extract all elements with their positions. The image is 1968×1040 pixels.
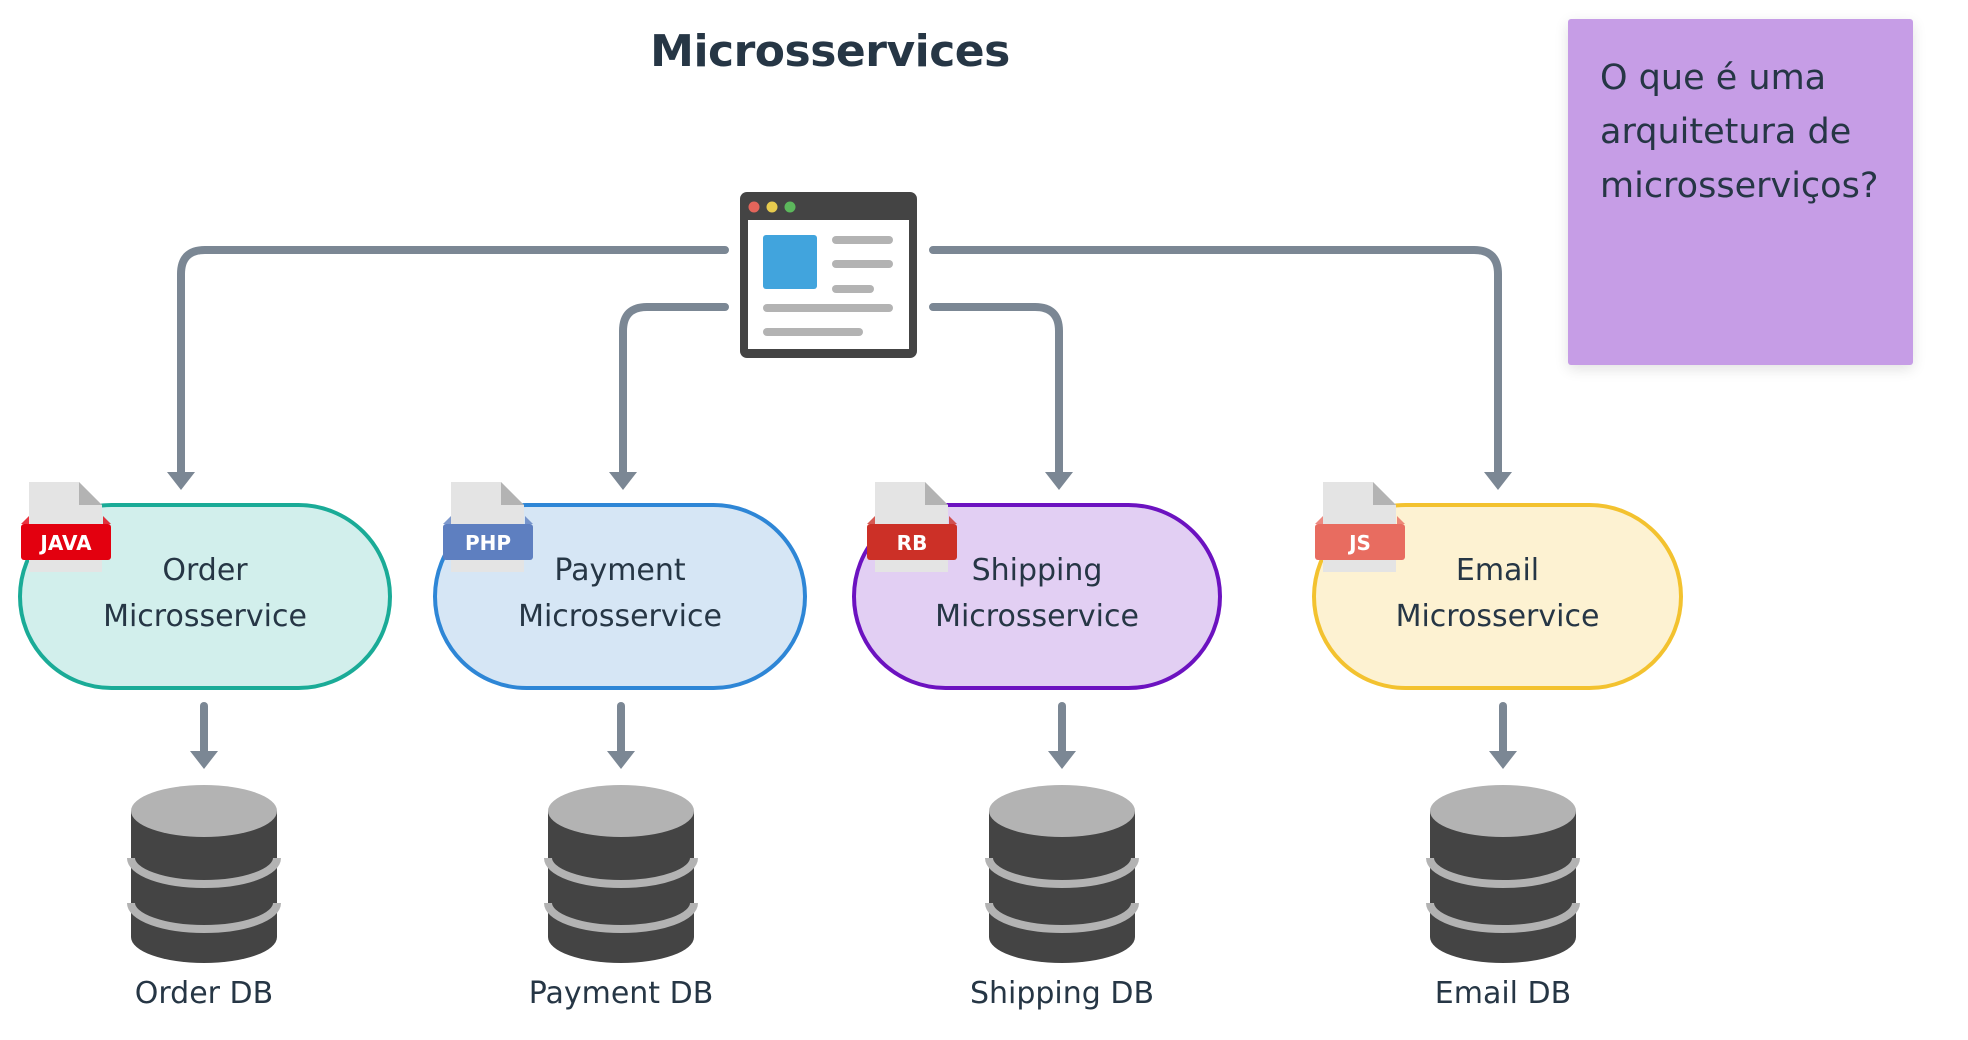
db-top <box>1430 785 1576 837</box>
db-label-payment: Payment DB <box>528 976 714 1011</box>
browser-window-icon <box>740 192 917 358</box>
language-band <box>443 524 533 560</box>
db-ring <box>985 857 1139 888</box>
db-ring <box>544 902 698 933</box>
db-top <box>131 785 277 837</box>
db-arrow-head-email <box>1489 751 1517 769</box>
service-type: Microsservice <box>935 598 1139 634</box>
db-arrow-head-payment <box>607 751 635 769</box>
language-label: PHP <box>465 531 511 555</box>
service-type: Microsservice <box>103 598 307 634</box>
db-ring <box>544 857 698 888</box>
diagram-title: Microsservices <box>650 26 1010 77</box>
arrow-head-shipping <box>1045 472 1073 490</box>
file-fold <box>925 482 948 505</box>
file-fold <box>79 482 102 505</box>
connector-payment <box>619 303 729 482</box>
language-band <box>21 524 111 560</box>
database-icon-shipping <box>985 785 1139 963</box>
sticky-note-text: O que é uma arquitetura de microsserviço… <box>1600 58 1879 206</box>
service-name: Email <box>1455 552 1540 588</box>
database-icon-order <box>127 785 281 963</box>
db-label-order: Order DB <box>134 976 274 1011</box>
service-type: Microsservice <box>518 598 722 634</box>
js-file-icon: JS <box>1315 482 1405 572</box>
java-file-icon: JAVA <box>21 482 111 572</box>
db-top <box>989 785 1135 837</box>
arrow-head-payment <box>609 472 637 490</box>
language-label: RB <box>897 531 928 555</box>
db-label-email: Email DB <box>1434 976 1572 1011</box>
db-arrow-head-shipping <box>1048 751 1076 769</box>
db-label-shipping: Shipping DB <box>969 976 1155 1011</box>
language-label: JS <box>1347 531 1371 555</box>
language-label: JAVA <box>38 531 92 555</box>
language-band <box>1315 524 1405 560</box>
connector-shipping <box>929 303 1063 482</box>
arrow-head-order <box>167 472 195 490</box>
file-fold <box>1373 482 1396 505</box>
arrow-head-email <box>1484 472 1512 490</box>
file-fold <box>501 482 524 505</box>
php-file-icon: PHP <box>443 482 533 572</box>
db-ring <box>127 857 281 888</box>
connector-order <box>177 246 729 482</box>
service-type: Microsservice <box>1395 598 1600 634</box>
database-icon-payment <box>544 785 698 963</box>
db-top <box>548 785 694 837</box>
language-band <box>867 524 957 560</box>
sticky-note[interactable]: O que é uma arquitetura de microsserviço… <box>1568 19 1913 365</box>
database-icon-email <box>1426 785 1580 963</box>
service-name: Payment <box>554 552 686 588</box>
db-ring <box>127 902 281 933</box>
service-name: Order <box>162 552 248 588</box>
db-ring <box>1426 902 1580 933</box>
db-ring <box>1426 857 1580 888</box>
connector-email <box>929 246 1502 482</box>
service-name: Shipping <box>971 552 1103 588</box>
rb-file-icon: RB <box>867 482 957 572</box>
db-ring <box>985 902 1139 933</box>
db-arrow-head-order <box>190 751 218 769</box>
